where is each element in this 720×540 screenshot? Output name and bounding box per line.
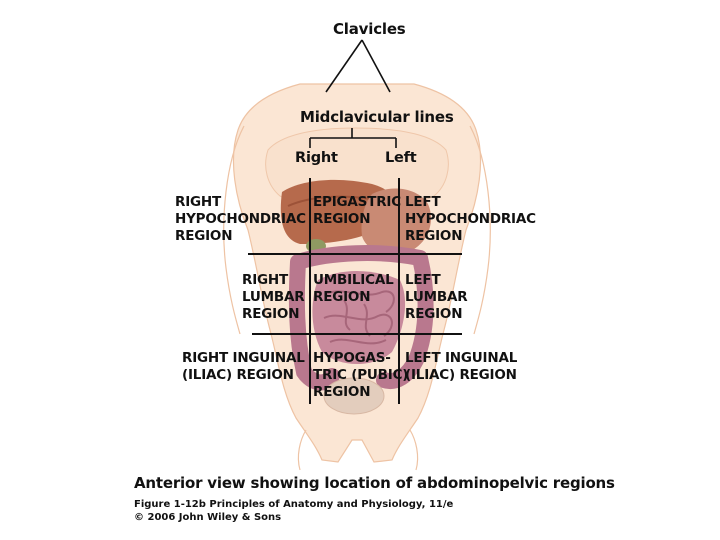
right-hypochondriac-region-label: RIGHT HYPOCHONDRIAC REGION xyxy=(175,194,306,245)
midclavicular-lines-label: Midclavicular lines xyxy=(300,108,454,126)
epigastric-region-label: EPIGASTRIC REGION xyxy=(313,194,401,228)
right-side-label: Right xyxy=(295,150,338,166)
left-hypochondriac-region-label: LEFT HYPOCHONDRIAC REGION xyxy=(405,194,536,245)
figure-citation: Figure 1-12b Principles of Anatomy and P… xyxy=(134,499,453,510)
right-thigh xyxy=(298,430,306,470)
clavicles-label: Clavicles xyxy=(333,20,406,38)
left-thigh xyxy=(410,430,418,470)
left-side-label: Left xyxy=(385,150,417,166)
right-lumbar-region-label: RIGHT LUMBAR REGION xyxy=(242,272,304,323)
right-inguinal-region-label: RIGHT INGUINAL (ILIAC) REGION xyxy=(182,350,305,384)
copyright-notice: © 2006 John Wiley & Sons xyxy=(134,512,281,523)
hypogastric-region-label: HYPOGAS- TRIC (PUBIC) REGION xyxy=(313,350,408,401)
umbilical-region-label: UMBILICAL REGION xyxy=(313,272,394,306)
figure-title: Anterior view showing location of abdomi… xyxy=(134,474,615,492)
left-lumbar-region-label: LEFT LUMBAR REGION xyxy=(405,272,467,323)
left-inguinal-region-label: LEFT INGUINAL (ILIAC) REGION xyxy=(405,350,517,384)
